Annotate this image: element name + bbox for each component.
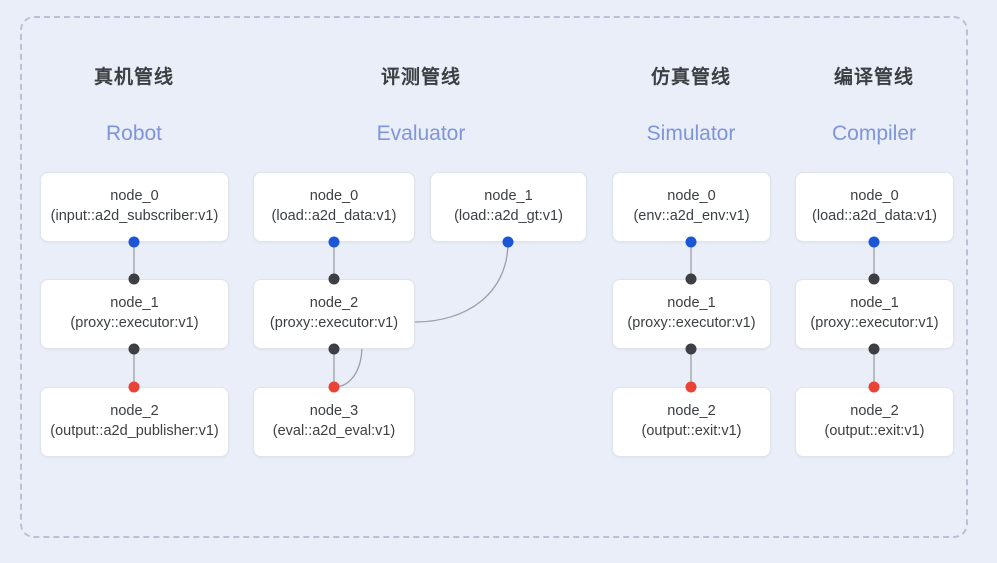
port-terminal-icon[interactable]: [868, 381, 880, 393]
port-link-icon[interactable]: [128, 343, 140, 355]
node-spec: (output::a2d_publisher:v1): [50, 423, 219, 439]
port-link-icon[interactable]: [328, 273, 340, 285]
column-title-cn-compiler: 编译管线: [833, 67, 915, 88]
port-output-icon[interactable]: [128, 236, 140, 248]
port-output-icon[interactable]: [328, 236, 340, 248]
node-spec: (proxy::executor:v1): [810, 315, 939, 331]
node-card-robot-node_1[interactable]: node_1(proxy::executor:v1): [40, 279, 229, 349]
node-spec: (env::a2d_env:v1): [633, 208, 750, 224]
port-output-icon[interactable]: [502, 236, 514, 248]
node-name: node_0: [309, 188, 359, 205]
node-name: node_1: [850, 295, 899, 312]
node-spec: (proxy::executor:v1): [269, 315, 399, 331]
node-card-compiler-node_0[interactable]: node_0(load::a2d_data:v1): [795, 172, 954, 242]
node-card-robot-node_2[interactable]: node_2(output::a2d_publisher:v1): [40, 387, 229, 457]
node-name: node_0: [850, 188, 899, 205]
port-terminal-icon[interactable]: [685, 381, 697, 393]
port-output-icon[interactable]: [868, 236, 880, 248]
port-output-icon[interactable]: [685, 236, 697, 248]
node-card-robot-node_0[interactable]: node_0(input::a2d_subscriber:v1): [40, 172, 229, 242]
node-spec: (output::exit:v1): [641, 423, 742, 439]
node-name: node_3: [309, 403, 359, 420]
node-spec: (input::a2d_subscriber:v1): [50, 208, 219, 224]
port-link-icon[interactable]: [128, 273, 140, 285]
node-name: node_0: [110, 188, 159, 205]
node-card-compiler-node_1[interactable]: node_1(proxy::executor:v1): [795, 279, 954, 349]
port-link-icon[interactable]: [685, 273, 697, 285]
node-card-evaluator-node_0[interactable]: node_0(load::a2d_data:v1): [253, 172, 415, 242]
port-link-icon[interactable]: [328, 343, 340, 355]
port-link-icon[interactable]: [685, 343, 697, 355]
node-name: node_2: [309, 295, 359, 312]
node-card-compiler-node_2[interactable]: node_2(output::exit:v1): [795, 387, 954, 457]
column-title-en-evaluator: Evaluator: [376, 122, 466, 145]
node-spec: (load::a2d_data:v1): [271, 208, 397, 224]
node-spec: (proxy::executor:v1): [627, 315, 756, 331]
port-terminal-icon[interactable]: [328, 381, 340, 393]
node-card-simulator-node_0[interactable]: node_0(env::a2d_env:v1): [612, 172, 771, 242]
node-spec: (load::a2d_gt:v1): [454, 208, 563, 224]
port-link-icon[interactable]: [868, 273, 880, 285]
column-title-en-robot: Robot: [105, 122, 163, 145]
column-title-en-simulator: Simulator: [646, 122, 736, 145]
node-name: node_2: [850, 403, 899, 420]
column-title-en-compiler: Compiler: [831, 122, 917, 145]
node-name: node_1: [667, 295, 716, 312]
node-name: node_2: [667, 403, 716, 420]
node-spec: (output::exit:v1): [824, 423, 925, 439]
node-card-simulator-node_2[interactable]: node_2(output::exit:v1): [612, 387, 771, 457]
port-link-icon[interactable]: [868, 343, 880, 355]
pipeline-group-frame: [20, 16, 968, 538]
port-terminal-icon[interactable]: [128, 381, 140, 393]
column-title-cn-simulator: 仿真管线: [650, 67, 732, 88]
node-name: node_1: [110, 295, 159, 312]
node-card-evaluator-node_3[interactable]: node_3(eval::a2d_eval:v1): [253, 387, 415, 457]
column-title-cn-evaluator: 评测管线: [380, 67, 462, 88]
node-name: node_0: [667, 188, 716, 205]
node-spec: (eval::a2d_eval:v1): [272, 423, 396, 439]
node-card-simulator-node_1[interactable]: node_1(proxy::executor:v1): [612, 279, 771, 349]
node-name: node_1: [484, 188, 533, 205]
node-spec: (load::a2d_data:v1): [812, 208, 937, 224]
column-title-cn-robot: 真机管线: [93, 67, 175, 88]
node-card-evaluator-node_1[interactable]: node_1(load::a2d_gt:v1): [430, 172, 587, 242]
node-spec: (proxy::executor:v1): [70, 315, 199, 331]
node-name: node_2: [110, 403, 159, 420]
node-card-evaluator-node_2[interactable]: node_2(proxy::executor:v1): [253, 279, 415, 349]
